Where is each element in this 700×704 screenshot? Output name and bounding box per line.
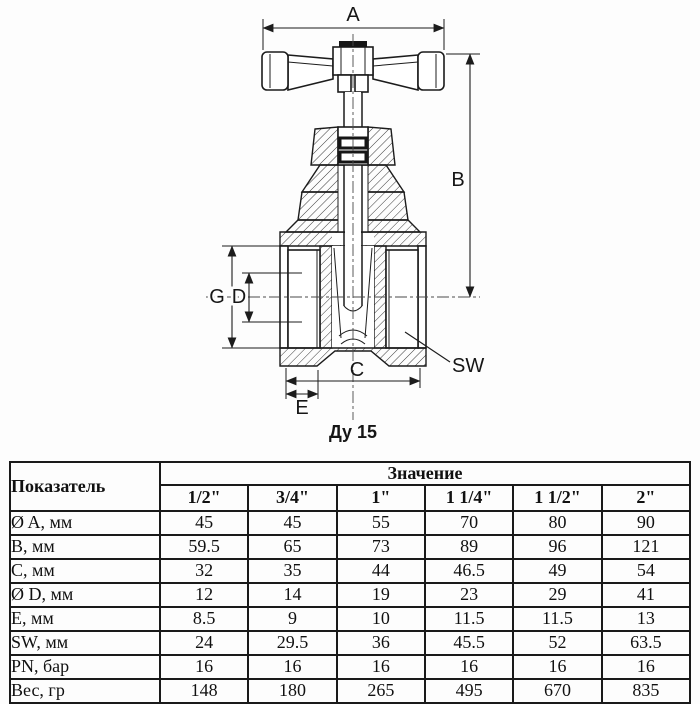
table-row: PN, бар 16 16 16 16 16 16 [9,654,692,680]
table-cell: 9 [247,606,338,632]
table-cell: 80 [512,510,603,536]
table-cell: 11.5 [423,606,515,632]
table-cell: 12 [158,582,250,608]
table-cell: 148 [158,678,250,704]
table-cell: 45 [247,510,338,536]
table-cell: 835 [600,678,692,704]
table-cell: 265 [335,678,426,704]
table-cell: 96 [512,534,603,560]
table-cell: 16 [335,654,426,680]
table-cell: 52 [512,630,603,656]
left-threaded-bore [287,249,321,349]
table-cell: 19 [335,582,426,608]
row-label: Ø D, мм [9,582,161,608]
table-cell: 35 [247,558,338,584]
table-cell: 55 [335,510,426,536]
dimension-d: D [229,272,302,323]
row-label: C, мм [9,558,161,584]
table-cell: 29.5 [247,630,338,656]
dimension-e: E [285,370,319,419]
table-header-row-2: 1/2" 3/4" 1" 1 1/4" 1 1/2" 2" [10,484,692,512]
row-label: Вес, гр [9,678,161,704]
dim-label-g: G [209,286,225,308]
indicator-header: Показатель [9,461,161,512]
size-col-header: 3/4" [247,484,338,512]
table-cell: 54 [600,558,692,584]
size-col-header: 1" [335,484,426,512]
table-cell: 41 [600,582,692,608]
table-header-row-1: Показатель Значение [9,461,691,512]
table-cell: 10 [335,606,426,632]
table-cell: 45 [158,510,250,536]
table-cell: 16 [247,654,338,680]
table-cell: 90 [600,510,692,536]
spec-table: Показатель Значение 1/2" 3/4" 1" 1 1/4" … [9,461,692,704]
table-cell: 11.5 [512,606,603,632]
table-row: SW, мм 24 29.5 36 45.5 52 63.5 [9,630,692,656]
table-row: Ø A, мм 45 45 55 70 80 90 [9,510,692,536]
dim-label-d: D [232,286,246,308]
table-cell: 44 [335,558,426,584]
table-cell: 65 [247,534,338,560]
row-label: E, мм [9,606,161,632]
table-cell: 121 [600,534,692,560]
table-cell: 46.5 [423,558,515,584]
size-col-header: 2" [600,484,692,512]
table-cell: 70 [423,510,515,536]
dimension-b: B [446,53,480,298]
dimension-g: G [207,245,292,349]
table-cell: 180 [247,678,338,704]
table-cell: 670 [512,678,603,704]
dim-label-e: E [295,397,308,419]
table-cell: 36 [335,630,426,656]
dim-label-sw: SW [452,355,484,377]
row-label: SW, мм [9,630,161,656]
dim-label-c: C [350,359,364,381]
table-cell: 13 [600,606,692,632]
table-cell: 8.5 [158,606,250,632]
size-col-header: 1 1/2" [512,484,603,512]
value-header: Значение [159,461,691,486]
table-cell: 32 [158,558,250,584]
table-cell: 63.5 [600,630,692,656]
table-cell: 45.5 [423,630,515,656]
body-base [279,347,427,367]
table-row: C, мм 32 35 44 46.5 49 54 [9,558,692,584]
row-label: PN, бар [9,654,161,680]
table-cell: 23 [423,582,515,608]
size-col-header: 1 1/4" [423,484,515,512]
table-row: Вес, гр 148 180 265 495 670 835 [9,678,692,704]
table-cell: 49 [512,558,603,584]
table-cell: 16 [512,654,603,680]
table-row: Ø D, мм 12 14 19 23 29 41 [9,582,692,608]
table-row: B, мм 59.5 65 73 89 96 121 [9,534,692,560]
dim-label-a: A [346,4,360,26]
table-cell: 14 [247,582,338,608]
table-cell: 73 [335,534,426,560]
dim-label-b: B [451,169,464,191]
drawing-caption: Ду 15 [329,422,377,442]
table-cell: 29 [512,582,603,608]
table-cell: 16 [158,654,250,680]
table-cell: 16 [600,654,692,680]
table-cell: 24 [158,630,250,656]
row-label: B, мм [9,534,161,560]
table-cell: 16 [423,654,515,680]
table-cell: 59.5 [158,534,250,560]
right-threaded-bore [385,249,419,349]
size-col-header: 1/2" [158,484,250,512]
callout-sw: SW [404,331,484,377]
valve-technical-drawing: A B G D C E SW Ду 15 [206,4,484,442]
dimension-a: A [262,4,445,50]
row-label: Ø A, мм [9,510,161,536]
table-cell: 495 [423,678,515,704]
table-row: E, мм 8.5 9 10 11.5 11.5 13 [9,606,692,632]
table-cell: 89 [423,534,515,560]
